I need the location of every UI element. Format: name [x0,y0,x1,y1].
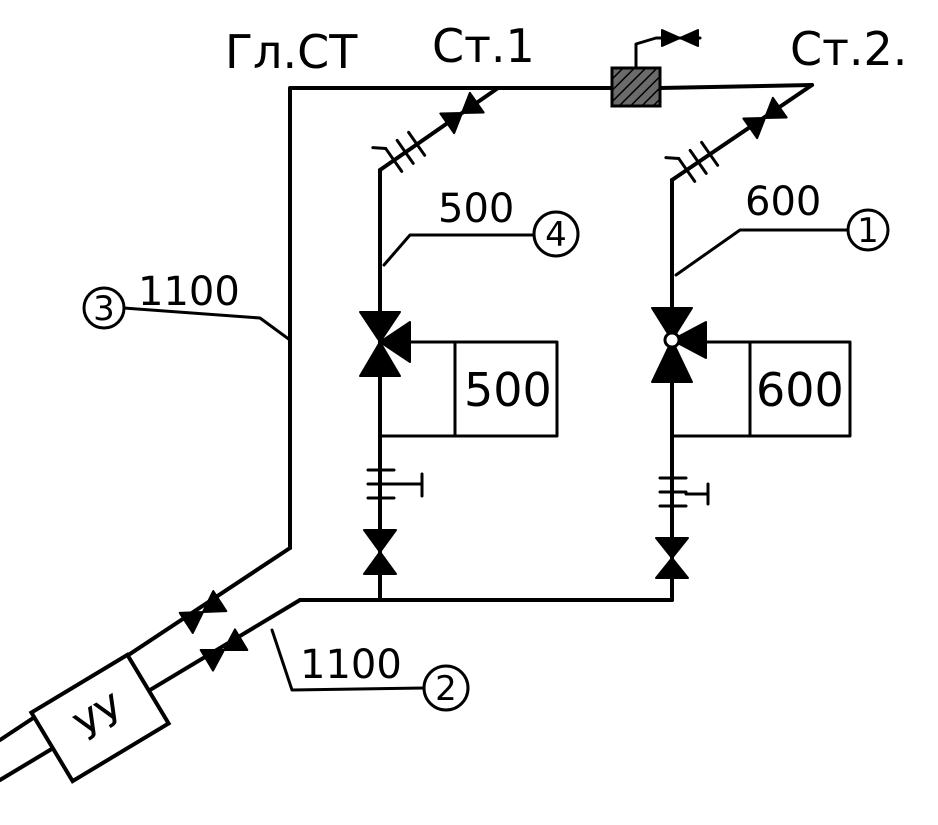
section-2-leader: 2 1100 [270,628,470,712]
riser-2-top-valve-icon [664,96,788,183]
riser-1-flow-box [378,340,559,438]
section-3-leader: 3 1100 [82,269,292,342]
main-riser-pipe [0,83,814,742]
riser-2-pipe [670,83,814,602]
riser-2-bottom-fitting-icon [658,476,710,508]
riser-2-bottom-valve-icon [655,537,689,579]
riser-1-flow-value: 500 [464,363,552,417]
section-1-value: 600 [745,179,821,225]
main-riser-label: Гл.СТ [225,25,358,79]
riser-1-three-way-valve-icon [359,311,411,377]
riser-1-bottom-valve-icon [363,529,397,575]
section-3-value: 1100 [138,269,240,315]
section-2-value: 1100 [300,642,402,688]
section-1-marker: 1 [857,211,879,251]
section-4-marker: 4 [545,215,567,255]
section-3-marker: 3 [93,289,115,329]
meter-unit-box: УУ [28,652,172,784]
riser-2-three-way-valve-icon [651,307,707,383]
return-inlet-valve-icon [199,628,249,672]
section-4-value: 500 [438,186,514,232]
section-1-leader: 1 600 [674,179,890,277]
riser-2-label: Ст.2. [790,22,907,76]
riser-2-flow-box [670,340,852,438]
riser-1-label: Ст.1 [432,19,535,73]
riser-1-top-valve-icon [371,91,485,173]
riser-2-flow-value: 600 [756,363,844,417]
riser-1-bottom-fitting-icon [366,468,424,500]
section-4-leader: 4 500 [382,186,580,267]
section-2-marker: 2 [435,669,457,709]
air-vent-icon [610,29,702,108]
supply-inlet-valve-icon [178,590,228,634]
riser-1-pipe [378,86,500,602]
